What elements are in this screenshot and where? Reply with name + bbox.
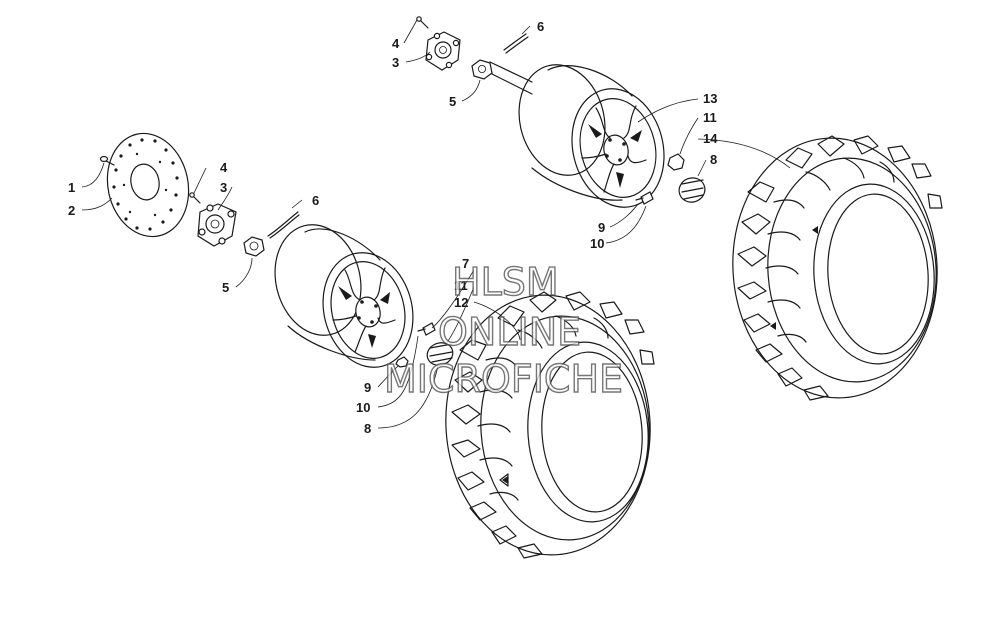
rear-cotter-pin: [503, 33, 529, 54]
callout-1: 1: [68, 180, 75, 195]
callout-10: 10: [356, 400, 370, 415]
brake-disc: [106, 132, 190, 238]
callout-9: 9: [364, 380, 371, 395]
callout-labels: 1 2 4 3 6 5 4 3 6 5 13 11 14 8 9 10 7 11…: [68, 19, 718, 436]
rear-lug-nut: [667, 153, 685, 171]
callout-8: 8: [364, 421, 371, 436]
valve-stem: [417, 322, 436, 336]
callout-3: 3: [392, 55, 399, 70]
callout-4: 4: [392, 36, 400, 51]
callout-8: 8: [710, 152, 717, 167]
front-wheel-rim: [274, 224, 414, 368]
front-tire: [445, 291, 655, 559]
callout-11: 11: [703, 110, 717, 125]
rear-tire: [732, 135, 943, 401]
callout-6: 6: [312, 193, 319, 208]
rear-hub: [425, 31, 461, 71]
callout-2: 2: [68, 203, 75, 218]
callout-6: 6: [537, 19, 544, 34]
rear-wheel-cap: [678, 177, 706, 203]
callout-5: 5: [449, 94, 456, 109]
disc-bolt: [99, 155, 115, 166]
front-hub: [197, 203, 237, 247]
hub-nut: [243, 236, 265, 257]
callout-12: 12: [454, 295, 468, 310]
hub-stud: [189, 192, 201, 204]
rear-hub-nut: [471, 59, 493, 80]
callout-13: 13: [703, 91, 717, 106]
watermark-line-3: MICROFICHE: [384, 357, 623, 401]
watermark-line-2: ONLINE: [438, 310, 581, 354]
leader-lines: [81, 19, 791, 429]
rear-hub-stud: [416, 16, 429, 29]
axle-shaft: [489, 61, 533, 95]
callout-14: 14: [703, 131, 718, 146]
watermark: HLSM ONLINE MICROFICHE: [383, 259, 623, 401]
callout-3: 3: [220, 180, 227, 195]
callout-7: 7: [462, 256, 469, 271]
callout-10: 10: [590, 236, 604, 251]
lug-nut: [395, 356, 409, 368]
rear-wheel-rim: [518, 64, 665, 208]
watermark-line-1: HLSM: [452, 260, 559, 304]
rear-valve-stem: [635, 191, 654, 205]
callout-9: 9: [598, 220, 605, 235]
wheel-cap: [426, 342, 454, 366]
cotter-pin: [267, 211, 300, 239]
callout-11: 11: [454, 278, 468, 293]
callout-5: 5: [222, 280, 229, 295]
callout-4: 4: [220, 160, 228, 175]
